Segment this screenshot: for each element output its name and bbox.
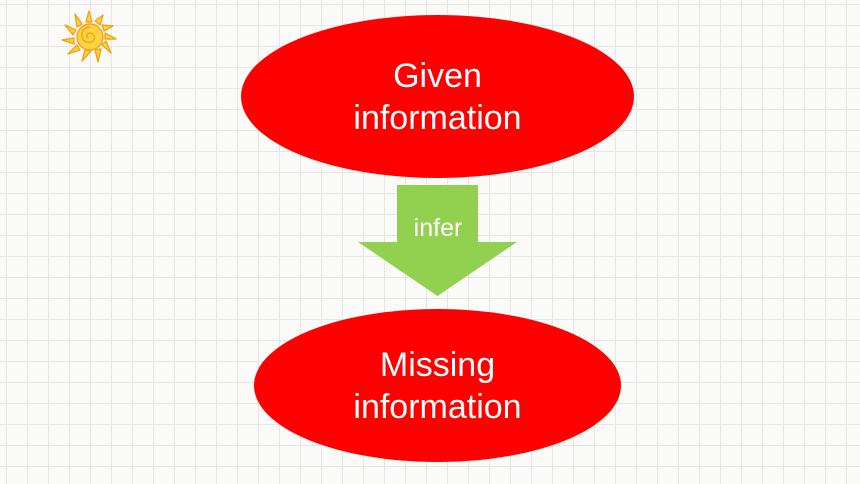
given-line1: Given bbox=[393, 56, 482, 95]
given-line2: information bbox=[353, 98, 522, 137]
missing-information-node: Missing information bbox=[254, 309, 621, 462]
missing-information-label: Missing information bbox=[308, 344, 568, 428]
missing-line2: information bbox=[353, 387, 522, 426]
infer-label: infer bbox=[413, 213, 463, 242]
given-information-node: Given information bbox=[241, 15, 634, 178]
given-information-label: Given information bbox=[308, 55, 568, 139]
sun-icon bbox=[61, 10, 117, 63]
missing-line1: Missing bbox=[379, 345, 496, 384]
down-arrow-icon bbox=[358, 185, 517, 296]
